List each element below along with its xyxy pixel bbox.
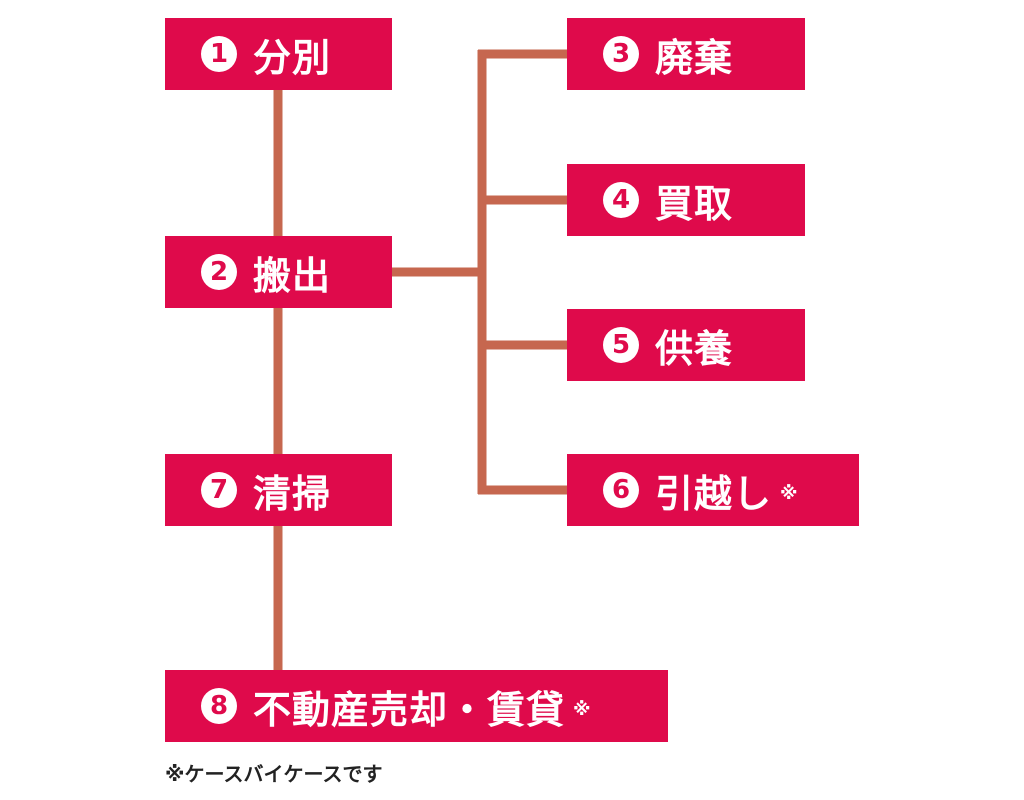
step-number-badge: 5 bbox=[603, 327, 639, 363]
step-label: 清掃 bbox=[253, 471, 332, 516]
step-number-badge: 8 bbox=[201, 688, 237, 724]
step-label: 分別 bbox=[253, 35, 332, 80]
step-box-memorial-service: 5 供養 bbox=[567, 309, 805, 381]
step-label: 買取 bbox=[655, 181, 734, 226]
step-box-real-estate: 8 不動産売却・賃貸 ※ bbox=[165, 670, 668, 742]
step-number-badge: 7 bbox=[201, 472, 237, 508]
step-label: 廃棄 bbox=[655, 35, 734, 80]
step-box-moving: 6 引越し ※ bbox=[567, 454, 859, 526]
step-number-badge: 4 bbox=[603, 182, 639, 218]
step-box-sorting: 1 分別 bbox=[165, 18, 392, 90]
reference-mark: ※ bbox=[573, 698, 591, 720]
step-box-carry-out: 2 搬出 bbox=[165, 236, 392, 308]
step-label: 搬出 bbox=[253, 253, 332, 298]
step-label: 引越し bbox=[655, 471, 773, 516]
footnote: ※ケースバイケースです bbox=[165, 762, 383, 786]
step-box-buyback: 4 買取 bbox=[567, 164, 805, 236]
step-number-badge: 1 bbox=[201, 36, 237, 72]
step-number-badge: 2 bbox=[201, 254, 237, 290]
step-number-badge: 3 bbox=[603, 36, 639, 72]
step-label: 供養 bbox=[655, 326, 734, 371]
step-box-cleaning: 7 清掃 bbox=[165, 454, 392, 526]
step-number-badge: 6 bbox=[603, 472, 639, 508]
reference-mark: ※ bbox=[780, 482, 798, 504]
step-box-disposal: 3 廃棄 bbox=[567, 18, 805, 90]
step-label: 不動産売却・賃貸 bbox=[253, 687, 566, 732]
